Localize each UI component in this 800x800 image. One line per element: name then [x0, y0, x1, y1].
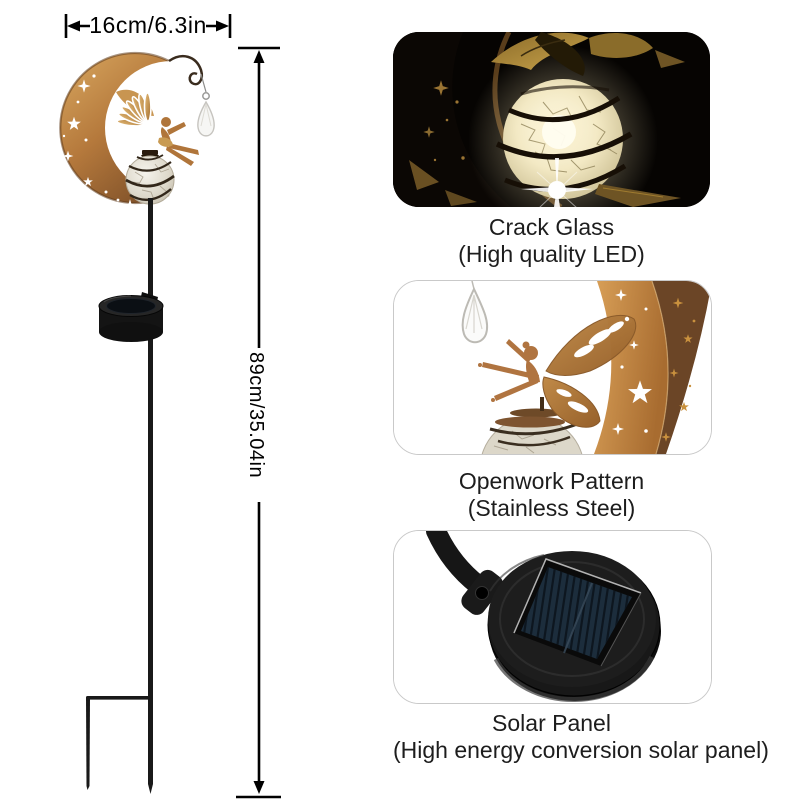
caption-crack-glass: Crack Glass (High quality LED) — [393, 214, 710, 268]
crystal-teardrop-detail — [461, 281, 489, 344]
caption-solar-panel-subtitle: (High energy conversion solar panel) — [393, 737, 769, 763]
width-dimension-label: 16cm/6.3in — [89, 12, 207, 38]
crack-glass-illustration — [393, 32, 710, 207]
caption-openwork-title: Openwork Pattern — [458, 468, 645, 494]
moon-star-cutouts — [62, 74, 146, 214]
caption-crack-glass-title: Crack Glass — [488, 214, 615, 240]
caption-crack-glass-subtitle: (High quality LED) — [458, 241, 645, 267]
detail-photo-openwork — [393, 280, 712, 455]
caption-solar-panel: Solar Panel (High energy conversion sola… — [393, 710, 769, 764]
detail-photo-solar-panel — [393, 530, 712, 704]
solar-panel-unit — [98, 292, 164, 342]
openwork-illustration — [394, 281, 711, 454]
fairy-openwork — [478, 314, 637, 428]
dim-star-cutouts — [423, 80, 465, 162]
caption-solar-panel-title: Solar Panel — [492, 710, 611, 736]
crackle-glass-ball — [125, 150, 175, 205]
product-photo-main — [59, 51, 239, 794]
glowing-crackle-ball — [495, 79, 633, 207]
crystal-teardrop — [168, 54, 215, 137]
caption-openwork: Openwork Pattern (Stainless Steel) — [393, 468, 710, 522]
detail-photo-crack-glass — [393, 32, 710, 207]
mounting-arm — [426, 531, 503, 615]
fairy-figure — [116, 89, 199, 166]
gold-wings — [491, 32, 685, 76]
height-dimension-label: 89cm/35.04in — [245, 352, 267, 479]
solar-panel-illustration — [394, 531, 711, 703]
stake-pole — [86, 198, 153, 794]
caption-openwork-subtitle: (Stainless Steel) — [467, 495, 636, 521]
ball-and-stand — [481, 397, 583, 454]
